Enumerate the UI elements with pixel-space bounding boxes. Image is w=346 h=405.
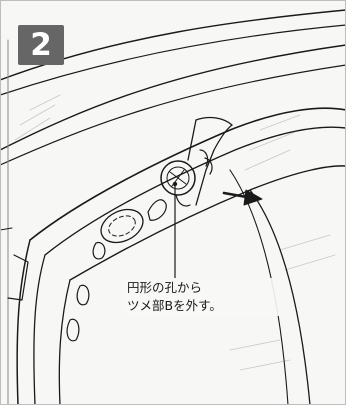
shading-hatch [14,94,336,371]
callout-line-2: ツメ部Bを外す。 [127,298,222,313]
direction-arrow-icon [222,189,263,206]
step-number-badge: 2 [18,25,64,65]
callout-line-1: 円形の孔から [127,280,203,295]
instruction-callout: 円形の孔から ツメ部Bを外す。 [124,278,280,316]
